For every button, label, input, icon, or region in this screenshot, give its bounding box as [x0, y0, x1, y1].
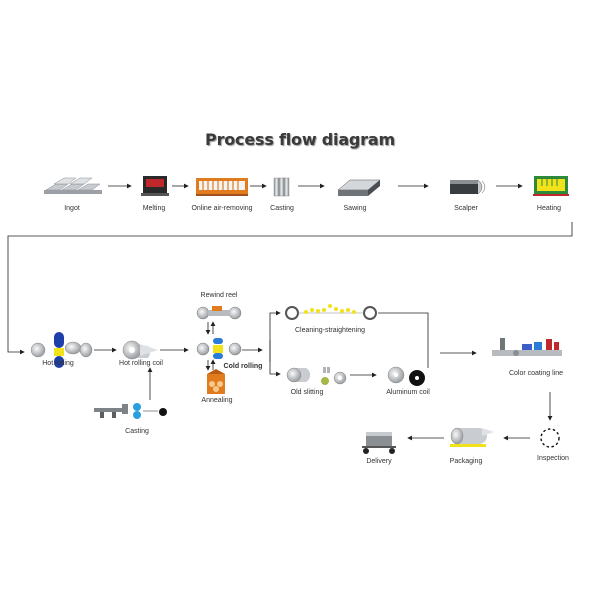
label-inspection: Inspection: [537, 455, 569, 462]
label-hot-rolling: Hot rolling: [42, 360, 74, 367]
label-rewind-reel: Rewind reel: [200, 292, 238, 299]
label-scalper: Scalper: [454, 205, 478, 212]
label-heating: Heating: [536, 205, 562, 212]
label-casting-top: Casting: [270, 205, 294, 212]
label-aluminum-coil: Aluminum coil: [386, 389, 430, 396]
label-air-removing: Online air-removing: [191, 205, 253, 212]
cleaning-straightening-line-icon: [285, 304, 377, 320]
casting-slabs-icon: [273, 177, 290, 197]
diagram-title: Process flow diagram: [205, 130, 395, 149]
ingot-icon: [44, 177, 102, 194]
slitting-machine-icon: [286, 367, 347, 385]
label-cold-rolling: Cold rolling: [223, 363, 263, 370]
connector-heating-to-hot-rolling: [7, 222, 573, 355]
bottom-arrows: [407, 392, 553, 441]
aluminum-coil-icon: [387, 366, 425, 386]
annealing-furnace-icon: [207, 369, 225, 394]
label-melting: Melting: [142, 205, 166, 212]
inspection-icon: [540, 428, 560, 448]
delivery-cart-icon: [362, 432, 396, 454]
melting-furnace-icon: [141, 176, 169, 196]
label-hot-rolling-coil: Hot rolling coil: [119, 360, 163, 367]
scalper-icon: [450, 179, 486, 195]
heating-furnace-icon: [533, 176, 569, 196]
hot-rolling-coil-icon: [122, 340, 158, 360]
rewind-reel-icon: [196, 306, 242, 320]
label-packaging: Packaging: [449, 458, 483, 465]
air-removing-unit-icon: [196, 178, 248, 196]
label-cleaning-straightening: Cleaning-straightening: [294, 327, 366, 334]
casting-machine-icon: [94, 403, 167, 419]
color-coating-line-icon: [492, 338, 562, 356]
label-ingot: Ingot: [64, 205, 80, 212]
updown-arrows-icon: [205, 321, 216, 371]
label-sawing: Sawing: [343, 205, 367, 212]
label-delivery: Delivery: [366, 458, 392, 465]
middle-arrows: [350, 312, 477, 378]
packaging-icon: [450, 427, 494, 447]
cold-rolling-mill-icon: [196, 338, 242, 359]
sawing-slab-icon: [337, 179, 381, 196]
hot-rolling-mill-icon: [30, 332, 93, 368]
row2-arrows: [94, 347, 263, 400]
label-old-slitting: Old slitting: [290, 389, 324, 396]
label-casting-bottom: Casting: [125, 428, 149, 435]
label-color-coating-line: Color coating line: [508, 370, 564, 377]
branch-connector: [269, 310, 281, 377]
label-annealing: Annealing: [201, 397, 233, 404]
